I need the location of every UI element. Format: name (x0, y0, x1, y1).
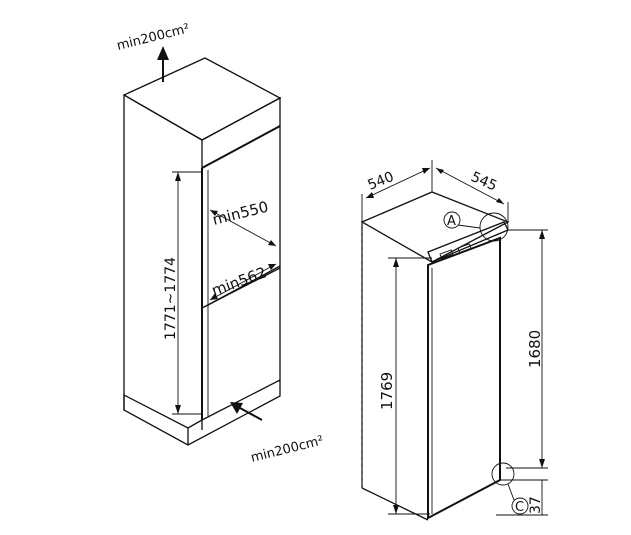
cabinet-drawing (122, 46, 282, 446)
appliance-drawing (360, 160, 548, 521)
height-front-label: 1769 (378, 372, 396, 410)
height-side-label: 1680 (526, 330, 544, 368)
vent-top-label: min200cm² (115, 21, 191, 54)
marker-a-label: A (447, 214, 456, 229)
marker-c-label: C (515, 500, 524, 515)
niche-height-label: 1771~1774 (163, 257, 179, 340)
bottom-offset-label: 37 (528, 496, 544, 514)
vent-bottom-label: min200cm² (249, 433, 325, 466)
depth-label: 545 (468, 169, 499, 194)
depth-lower-label: min562 (209, 263, 269, 299)
depth-upper-label: min550 (211, 198, 271, 229)
width-label: 540 (366, 169, 397, 194)
